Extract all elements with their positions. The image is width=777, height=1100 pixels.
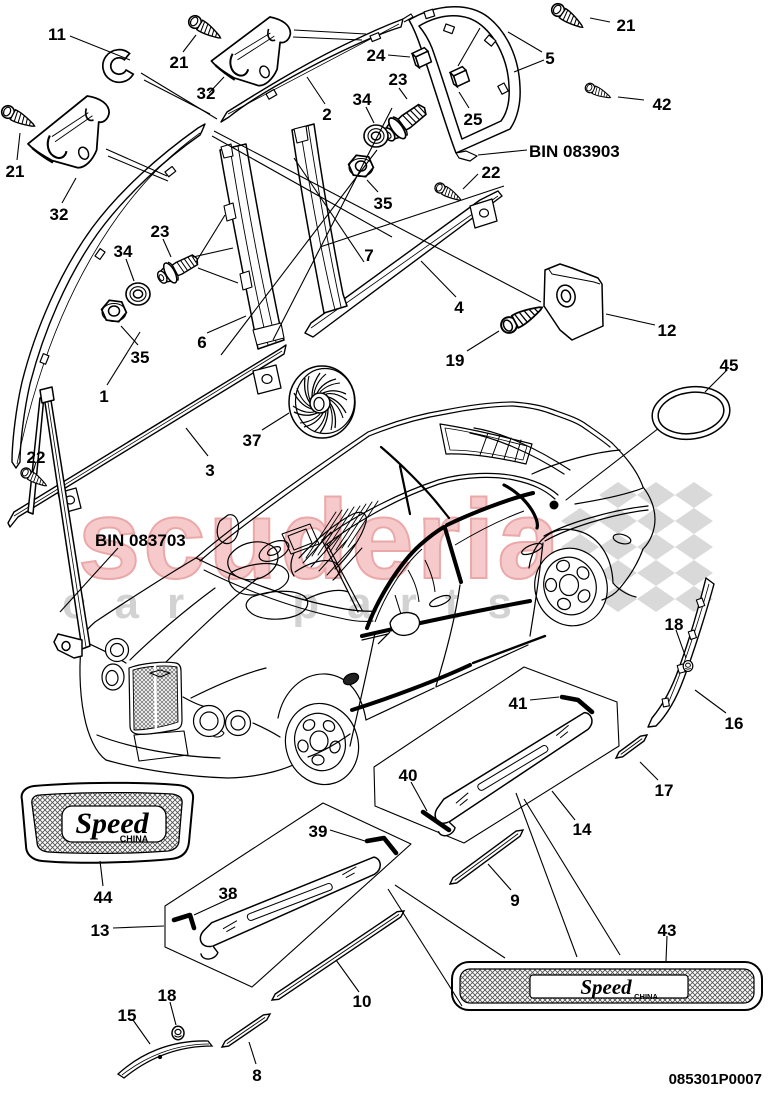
svg-text:34: 34 (114, 242, 133, 261)
svg-text:BIN 083903: BIN 083903 (529, 142, 620, 161)
svg-text:45: 45 (720, 356, 739, 375)
svg-text:37: 37 (243, 431, 262, 450)
svg-text:23: 23 (389, 70, 408, 89)
svg-text:32: 32 (50, 205, 69, 224)
svg-text:16: 16 (725, 714, 744, 733)
svg-text:9: 9 (510, 891, 519, 910)
svg-text:43: 43 (658, 921, 677, 940)
svg-text:22: 22 (482, 163, 501, 182)
svg-text:BIN 083703: BIN 083703 (95, 531, 186, 550)
svg-text:44: 44 (94, 888, 113, 907)
svg-text:4: 4 (454, 298, 464, 317)
svg-text:35: 35 (131, 348, 150, 367)
svg-text:14: 14 (573, 820, 592, 839)
svg-text:35: 35 (374, 194, 393, 213)
svg-text:34: 34 (353, 90, 372, 109)
svg-text:10: 10 (353, 992, 372, 1011)
svg-text:13: 13 (91, 921, 110, 940)
svg-text:18: 18 (158, 986, 177, 1005)
svg-text:41: 41 (509, 694, 528, 713)
svg-text:40: 40 (399, 766, 418, 785)
svg-text:5: 5 (545, 49, 554, 68)
svg-text:18: 18 (665, 615, 684, 634)
svg-text:21: 21 (617, 16, 636, 35)
svg-text:3: 3 (205, 461, 214, 480)
svg-text:38: 38 (219, 884, 238, 903)
svg-text:CHINA: CHINA (634, 992, 658, 1001)
svg-text:Speed: Speed (580, 975, 632, 999)
svg-text:21: 21 (170, 53, 189, 72)
svg-text:23: 23 (151, 222, 170, 241)
svg-text:42: 42 (653, 95, 672, 114)
svg-text:25: 25 (464, 110, 483, 129)
svg-text:scuderia: scuderia (78, 477, 563, 602)
svg-text:6: 6 (197, 333, 206, 352)
svg-text:17: 17 (655, 781, 674, 800)
svg-text:1: 1 (99, 387, 108, 406)
svg-text:2: 2 (322, 105, 331, 124)
svg-text:8: 8 (252, 1066, 261, 1085)
svg-text:Speed: Speed (75, 807, 149, 840)
svg-text:11: 11 (48, 25, 66, 44)
svg-text:15: 15 (118, 1006, 137, 1025)
svg-text:39: 39 (309, 822, 328, 841)
svg-text:12: 12 (658, 321, 677, 340)
svg-text:32: 32 (197, 84, 216, 103)
svg-text:car parts: car parts (62, 579, 540, 628)
svg-text:085301P0007: 085301P0007 (669, 1071, 762, 1088)
svg-text:7: 7 (364, 246, 373, 265)
svg-text:19: 19 (446, 351, 465, 370)
svg-text:CHINA: CHINA (120, 834, 149, 844)
svg-text:21: 21 (6, 162, 25, 181)
svg-text:24: 24 (367, 46, 386, 65)
svg-text:22: 22 (27, 448, 46, 467)
